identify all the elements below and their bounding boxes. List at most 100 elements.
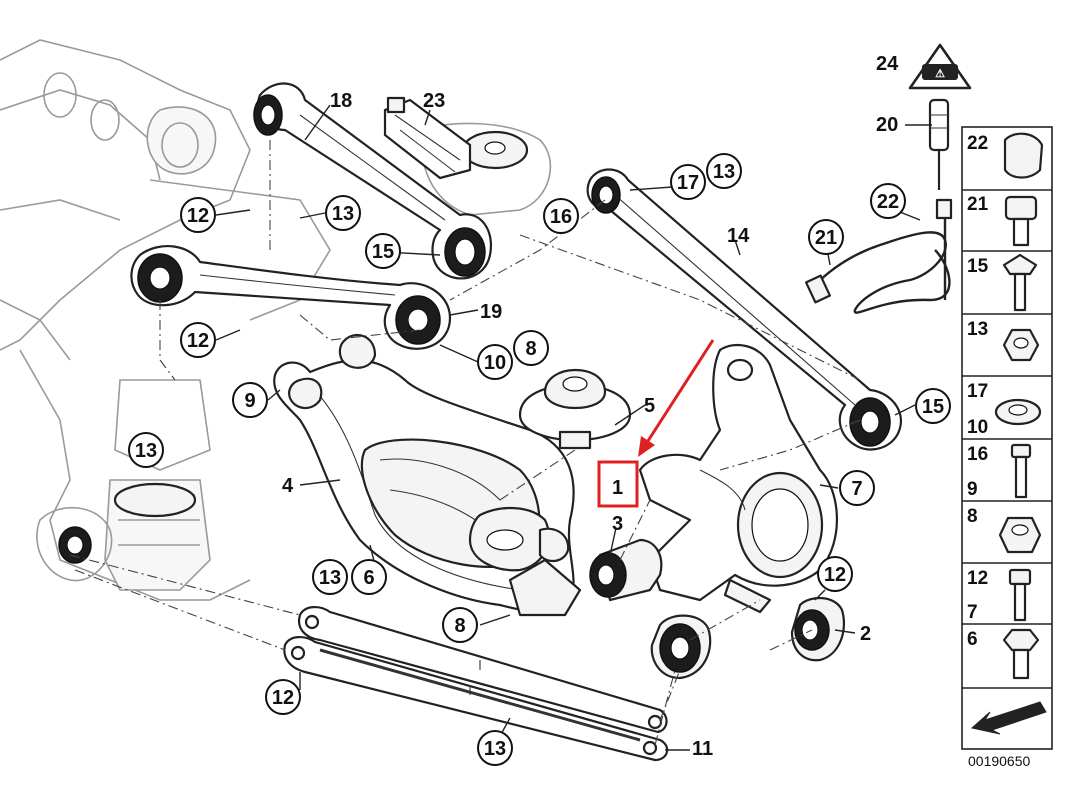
bolt6-shaft-icon [1012,648,1030,680]
rubber-mount-3 [589,538,663,602]
callout-20: 20 [876,114,898,136]
callout-12b-circle [180,322,216,358]
wear-sensor-cable-21 [805,198,953,314]
callout-13a-circle [706,153,742,189]
bolt12-head-icon [1008,568,1032,586]
sensor-20 [928,98,950,190]
highlight-box [597,460,639,508]
rubber-mount-lower [650,614,712,680]
callout-5: 5 [644,395,655,417]
callout-14: 14 [727,225,750,247]
callout-12a: 12 [187,205,209,227]
assembly-lines [69,140,861,746]
callout-7-circle [839,470,875,506]
callout-22: 22 [877,191,899,213]
highlight-arrow-shaft [644,339,715,445]
warning-triangle-24: ⚠ [908,43,972,90]
callout-labels: 18 23 24 20 17 13 16 12 13 22 14 15 21 1… [128,53,951,766]
callout-17: 17 [677,172,699,194]
callout-4: 4 [282,475,294,497]
screw-shaft-icon [1012,217,1030,247]
bolt-head-icon [1002,253,1038,276]
callout-10: 10 [484,352,506,374]
callout-13d-circle [312,559,348,595]
callout-18: 18 [330,90,352,112]
highlight-arrowhead [638,436,655,457]
rear-subframe [0,39,552,601]
callout-8a-circle [513,330,549,366]
callout-9: 9 [244,390,255,412]
callout-10-circle [477,344,513,380]
callout-12a-circle [180,197,216,233]
callout-8b-circle [442,607,478,643]
direction-arrow-icon [970,701,1047,735]
callout-12d-circle [265,679,301,715]
panel-label-21: 21 [967,194,989,215]
toe-link-11 [283,606,669,762]
callout-24: 24 [876,53,899,75]
callout-9-circle [232,382,268,418]
highlight-callout-1 [597,339,715,508]
callout-13c: 13 [135,440,157,462]
callout-13b-circle [325,195,361,231]
callout-2: 2 [860,623,871,645]
panel-label-22: 22 [967,133,988,154]
callout-19: 19 [480,301,502,323]
diagram-code: 00190650 [968,753,1031,769]
callout-3: 3 [612,513,623,535]
wheel-carrier-7 [638,343,839,614]
parts-panel-frame [961,126,1053,750]
control-arm-19 [130,245,452,350]
parts-legend-panel: 22 21 15 13 17 10 16 9 8 12 7 6 [961,126,1053,769]
callout-17-circle [670,164,706,200]
callout-21-circle [808,219,844,255]
callout-12c: 12 [824,564,846,586]
svg-text:⚠: ⚠ [935,68,945,80]
callout-8b: 8 [454,615,465,637]
callout-16: 16 [550,206,572,228]
callout-12b: 12 [187,330,209,352]
panel-label-12: 12 [967,568,988,589]
callout-11: 11 [692,738,713,760]
callout-13c-circle [128,432,164,468]
callout-1: 1 [612,477,623,499]
trailing-arm-4 [273,333,582,617]
panel-label-7: 7 [967,602,978,623]
callout-16-circle [543,198,579,234]
callout-13b: 13 [332,203,354,225]
callout-13a: 13 [713,161,735,183]
panel-label-6: 6 [967,629,978,650]
callout-15b: 15 [922,396,944,418]
panel-label-10: 10 [967,417,988,438]
callout-15b-circle [915,388,951,424]
callout-15a: 15 [372,241,394,263]
clip-icon [1003,132,1044,179]
callout-13e-circle [477,730,513,766]
panel-label-17: 17 [967,381,988,402]
callout-13e: 13 [484,738,506,760]
panel-label-9: 9 [967,479,978,500]
bolt6-head-icon [1002,628,1040,652]
bolt16-head-icon [1010,443,1032,459]
panel-label-16: 16 [967,444,988,465]
spring-seat-5 [518,368,632,450]
bolt16-shaft-icon [1014,455,1028,499]
callout-6-circle [351,559,387,595]
rubber-mount-2 [790,597,846,662]
callout-23: 23 [423,90,445,112]
callout-15a-circle [365,233,401,269]
callout-21: 21 [815,227,837,249]
screw-head-icon [1004,195,1038,221]
callout-8a: 8 [525,338,536,360]
upper-control-arm-18 [253,82,493,280]
panel-label-13: 13 [967,319,988,340]
panel-label-8: 8 [967,506,978,527]
callout-22-circle [870,183,906,219]
callout-12d: 12 [272,687,294,709]
bracket-23 [383,96,472,180]
bolt-shaft-icon [1013,272,1027,312]
callout-6: 6 [363,567,374,589]
bolt12-shaft-icon [1013,582,1027,622]
